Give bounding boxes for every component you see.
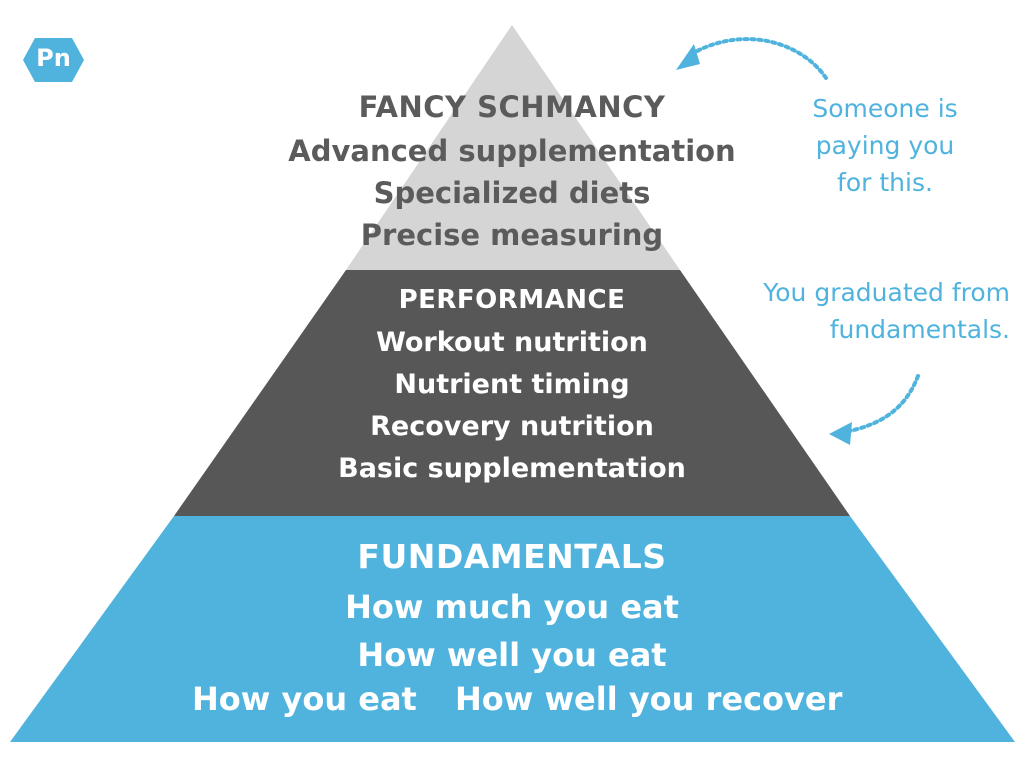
- annotation-line: Someone is: [812, 94, 958, 123]
- middle-tier-heading: PERFORMANCE: [398, 285, 626, 315]
- top-tier-heading: FANCY SCHMANCY: [358, 90, 666, 124]
- middle-tier-item: Basic supplementation: [338, 453, 686, 484]
- base-tier-item: How well you recover: [455, 680, 843, 718]
- annotation-middle: You graduated from fundamentals.: [730, 274, 1010, 348]
- curved-arrow-middle-icon: [829, 374, 920, 445]
- middle-tier-item: Nutrient timing: [394, 369, 630, 400]
- logo-text: Pn: [36, 44, 71, 72]
- base-tier-shape: [10, 516, 1015, 742]
- top-tier-item: Advanced supplementation: [288, 134, 736, 168]
- annotation-line: paying you: [815, 131, 955, 160]
- curved-arrow-top-icon: [676, 37, 828, 80]
- base-tier-item: How much you eat: [345, 588, 679, 626]
- base-tier-item: How you eat: [192, 680, 417, 718]
- middle-tier-item: Workout nutrition: [376, 327, 648, 358]
- top-tier-shape: [346, 25, 680, 270]
- annotation-top: Someone is paying you for this.: [785, 90, 985, 201]
- annotation-line: fundamentals.: [829, 315, 1010, 344]
- annotation-line: You graduated from: [763, 278, 1010, 307]
- middle-tier-shape: [174, 270, 850, 516]
- middle-tier-item: Recovery nutrition: [370, 411, 654, 442]
- top-tier-item: Precise measuring: [360, 218, 664, 252]
- annotation-line: for this.: [837, 168, 933, 197]
- logo-icon: [23, 38, 84, 82]
- base-tier-item: How well you eat: [357, 636, 667, 674]
- top-tier-item: Specialized diets: [373, 176, 651, 210]
- base-tier-heading: FUNDAMENTALS: [357, 537, 667, 576]
